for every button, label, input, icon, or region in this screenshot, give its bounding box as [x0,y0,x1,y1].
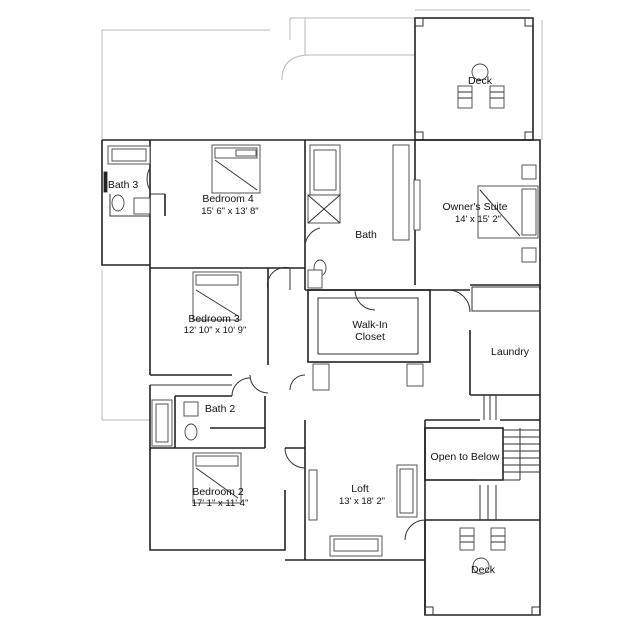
lower-floor-outline [101,9,543,421]
fixtures [103,63,539,575]
room-dims-bedroom-4: 15' 6" x 13' 8" [201,206,258,217]
room-label-walk-in: Walk-In [352,319,387,331]
room-label-bedroom-3: Bedroom 3 [188,313,240,325]
room-label-bedroom-2: Bedroom 2 [192,486,244,498]
room-label-bedroom-4: Bedroom 4 [202,193,254,205]
room-label-bath-3: Bath 3 [108,179,139,191]
stairs [479,395,540,520]
room-label-laundry: Laundry [491,346,530,358]
room-label-bath-2: Bath 2 [205,403,236,415]
room-label-closet: Closet [355,331,385,343]
room-label-bath: Bath [355,229,377,241]
room-label-deck-top: Deck [468,75,493,87]
room-label-open-to-below: Open to Below [431,451,500,463]
room-label-owners-suite: Owner's Suite [442,201,507,213]
room-label-deck-bottom: Deck [471,564,496,576]
room-dims-bedroom-3: 12' 10" x 10' 9" [184,325,247,336]
walls [101,17,541,616]
room-dims-loft: 13' x 18' 2" [339,496,385,507]
room-labels: Deck Bath 3 Bedroom 4 15' 6" x 13' 8" Ow… [108,75,530,576]
room-dims-owners-suite: 14' x 15' 2" [455,214,501,225]
room-dims-bedroom-2: 17' 1" x 11' 4" [192,498,249,509]
doors [146,167,471,541]
room-label-loft: Loft [351,483,369,495]
